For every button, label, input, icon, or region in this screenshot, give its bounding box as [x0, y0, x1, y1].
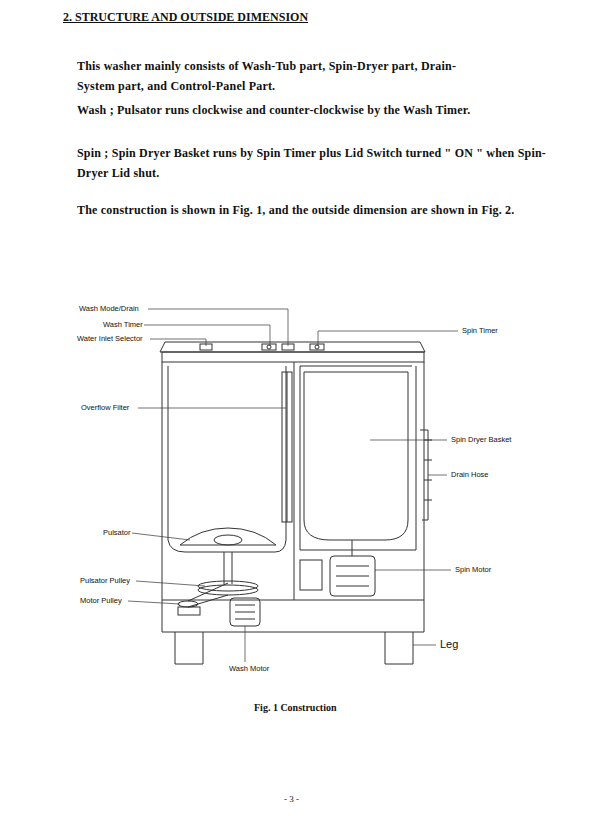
part-label: Pulsator Pulley — [79, 576, 131, 585]
body-paragraph: This washer mainly consists of Wash-Tub … — [77, 56, 472, 96]
body-paragraph: Spin ; Spin Dryer Basket runs by Spin Ti… — [77, 143, 547, 183]
part-label: Spin Timer — [461, 326, 499, 335]
part-label: Motor Pulley — [79, 596, 123, 605]
body-paragraph: Wash ; Pulsator runs clockwise and count… — [77, 100, 577, 120]
part-label: Spin Dryer Basket — [450, 435, 512, 444]
part-label: Spin Motor — [454, 565, 492, 574]
part-label: Wash Mode/Drain — [78, 304, 140, 313]
body-paragraph: The construction is shown in Fig. 1, and… — [77, 200, 577, 220]
section-heading: 2. STRUCTURE AND OUTSIDE DIMENSION — [63, 10, 308, 25]
part-label: Wash Motor — [228, 664, 270, 673]
part-label: Leg — [440, 638, 458, 650]
part-label: Drain Hose — [450, 470, 490, 479]
part-label: Pulsator — [102, 528, 132, 537]
page-number: - 3 - — [284, 794, 299, 804]
figure-caption: Fig. 1 Construction — [254, 702, 337, 713]
part-label: Overflow Filter — [80, 403, 130, 412]
part-label: Wash Timer — [102, 320, 144, 329]
part-label: Water Inlet Selector — [76, 334, 144, 343]
